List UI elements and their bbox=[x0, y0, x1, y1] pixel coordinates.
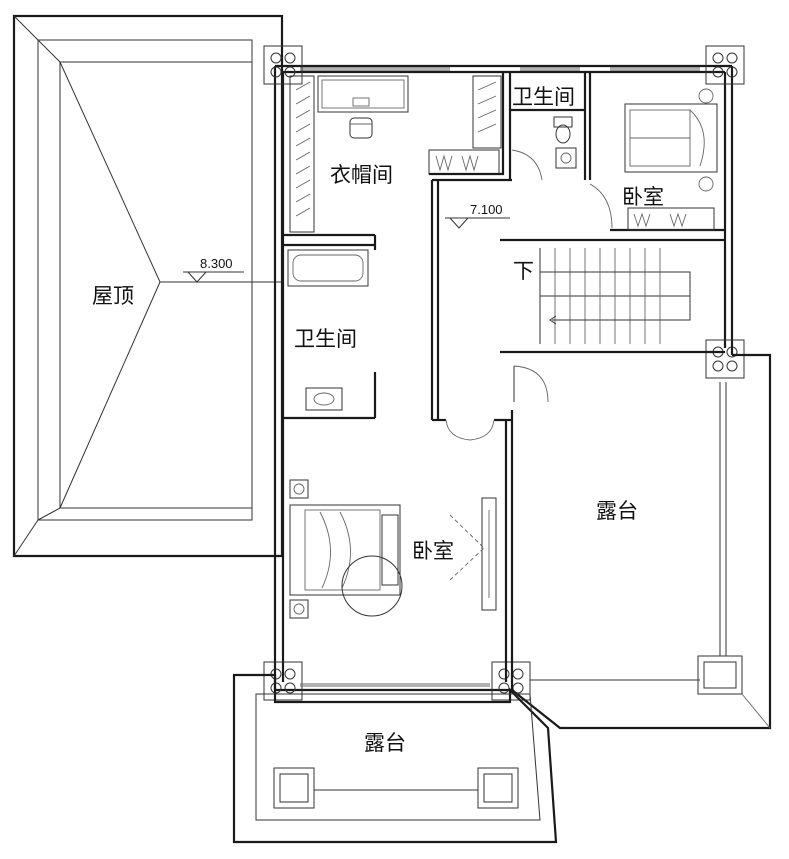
column bbox=[705, 45, 745, 85]
terrace-right-label: 露台 bbox=[596, 499, 638, 523]
exterior-walls bbox=[273, 64, 734, 692]
stair-direction-label: 下 bbox=[513, 259, 534, 283]
terrace-right bbox=[511, 353, 772, 730]
bathroom-top bbox=[508, 72, 587, 181]
terrace-bottom bbox=[232, 673, 558, 844]
terrace-bottom-label: 露台 bbox=[364, 731, 406, 755]
bathroom-left bbox=[283, 243, 377, 420]
closet-label: 衣帽间 bbox=[330, 163, 393, 187]
closet-room bbox=[283, 72, 512, 420]
bedroom-main bbox=[289, 365, 549, 690]
roof-level-marker bbox=[183, 271, 244, 283]
floor-level-label: 7.100 bbox=[470, 202, 503, 217]
roof-label: 屋顶 bbox=[92, 284, 134, 308]
top-windows bbox=[300, 67, 700, 71]
bathroom-top-label: 卫生间 bbox=[512, 85, 575, 109]
bedroom-right-label: 卧室 bbox=[622, 185, 664, 209]
bedroom-right bbox=[588, 72, 725, 232]
roof-level-label: 8.300 bbox=[200, 256, 233, 271]
bathroom-left-label: 卫生间 bbox=[294, 327, 357, 351]
roof-area bbox=[12, 14, 284, 558]
bedroom-main-label: 卧室 bbox=[412, 539, 454, 563]
staircase bbox=[500, 238, 725, 354]
floor-level-marker bbox=[445, 217, 510, 229]
